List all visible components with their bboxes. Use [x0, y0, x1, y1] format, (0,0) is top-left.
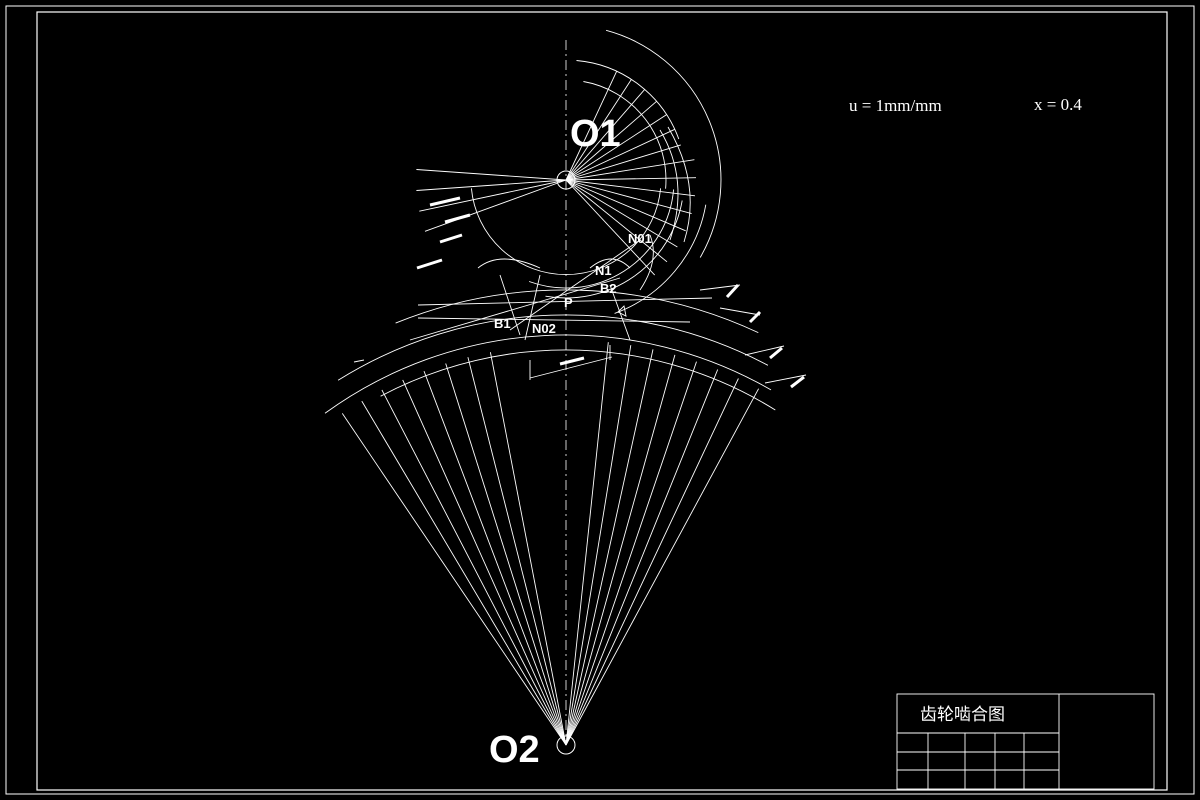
gear1-mid-arc — [576, 60, 680, 140]
gear1-fan-ray — [565, 179, 686, 232]
dimension-mark — [559, 356, 585, 366]
dimension-mark — [416, 258, 443, 270]
gear2-fan-ray — [565, 342, 609, 746]
gear2-fan-ray — [565, 369, 719, 746]
label-n02: N02 — [532, 321, 556, 336]
gear1-fan-ray — [565, 100, 657, 181]
line-of-action — [409, 277, 621, 341]
gear2-fan-ray — [565, 345, 632, 746]
gear1-tooth-curve — [477, 258, 541, 269]
label-b1: B1 — [494, 316, 511, 331]
gear2-fan-ray — [423, 370, 567, 746]
gear2-fan-ray — [402, 379, 567, 746]
gear1-fan-ray — [565, 144, 681, 181]
dimension-mark — [429, 196, 461, 207]
line-of-action — [509, 239, 641, 331]
gear1-involute-curve — [667, 126, 691, 243]
gear1-leader-ray — [419, 179, 567, 212]
gear-1-geometry — [416, 29, 722, 314]
gear1-outer-arc — [605, 29, 722, 258]
arrow-mark — [617, 305, 627, 317]
gear1-fan-ray — [565, 179, 696, 197]
gear2-fan-ray — [565, 378, 739, 746]
dimension-mark — [769, 346, 783, 360]
label-p: P — [564, 295, 573, 310]
gear2-fan-ray — [381, 389, 567, 746]
gear1-fan-ray — [565, 159, 695, 181]
gear2-fan-ray — [565, 349, 654, 746]
dimension-leader — [764, 374, 807, 384]
gear2-fan-ray — [467, 357, 567, 746]
gear1-fan-ray — [565, 179, 692, 215]
gear1-fan-ray — [565, 179, 678, 248]
gear1-tooth-curve — [639, 234, 654, 291]
gear2-base-arc — [324, 334, 772, 414]
dimension-leader — [699, 284, 741, 291]
dimension-leader — [719, 307, 761, 316]
dimension-mark — [439, 233, 463, 244]
gear2-fan-ray — [445, 363, 567, 746]
gear2-tip-arc — [395, 289, 759, 334]
gear1-fan-ray — [565, 79, 632, 181]
dimension-leader — [744, 345, 785, 356]
label-n01: N01 — [628, 231, 652, 246]
gear1-inner-arc — [583, 81, 667, 189]
inner-border — [36, 11, 1168, 791]
gear2-fan-ray — [565, 361, 697, 746]
gear1-fan-ray — [565, 89, 646, 181]
tangent-line — [417, 317, 691, 323]
gear1-leader-ray — [416, 169, 567, 181]
gear2-fan-ray — [489, 352, 567, 746]
dimension-mark — [725, 283, 740, 299]
gear1-pitch-arc — [545, 200, 683, 299]
gear1-leader-ray — [424, 179, 567, 232]
tick-mark — [353, 359, 365, 363]
gear1-fan-ray — [565, 114, 667, 181]
label-o2: O2 — [489, 729, 540, 771]
gear-2-geometry — [324, 283, 807, 746]
gear2-fan-ray — [565, 388, 759, 746]
coefficient-text: x = 0.4 — [1034, 95, 1082, 114]
gear1-fan-ray — [565, 179, 668, 263]
gear1-fan-ray — [565, 179, 656, 276]
gear1-tip-arc — [614, 204, 707, 314]
label-n1: N1 — [595, 263, 612, 278]
gear2-root-arc — [380, 349, 776, 411]
gear2-fan-ray — [361, 400, 567, 746]
title-block — [896, 693, 1155, 790]
center-circle-o1 — [556, 170, 576, 190]
construction-lines — [353, 239, 713, 380]
label-b2: B2 — [600, 281, 617, 296]
gear1-base-arc — [528, 189, 675, 289]
dimension-mark — [444, 213, 471, 224]
gear2-fan-ray — [565, 354, 676, 746]
tangent-line — [417, 297, 713, 306]
gear1-fan-ray — [565, 71, 618, 181]
dimension-mark — [748, 310, 762, 324]
outer-border — [5, 5, 1195, 795]
centre-distance-dim — [529, 345, 613, 380]
gear1-fan-ray — [565, 128, 675, 181]
scale-text: u = 1mm/mm — [849, 96, 942, 115]
gear1-leader-ray — [416, 179, 567, 191]
gear1-involute-curve — [659, 129, 679, 241]
gear2-pitch-arc — [337, 314, 769, 381]
gear1-root-arc — [470, 188, 662, 275]
gear2-fan-ray — [341, 413, 567, 746]
title-block-title: 齿轮啮合图 — [920, 705, 1005, 725]
center-circle-o2 — [556, 735, 576, 755]
gear1-tooth-curve — [589, 258, 631, 269]
gear1-fan-ray — [565, 177, 697, 181]
dimension-mark — [790, 375, 805, 389]
label-o1: O1 — [570, 113, 621, 155]
